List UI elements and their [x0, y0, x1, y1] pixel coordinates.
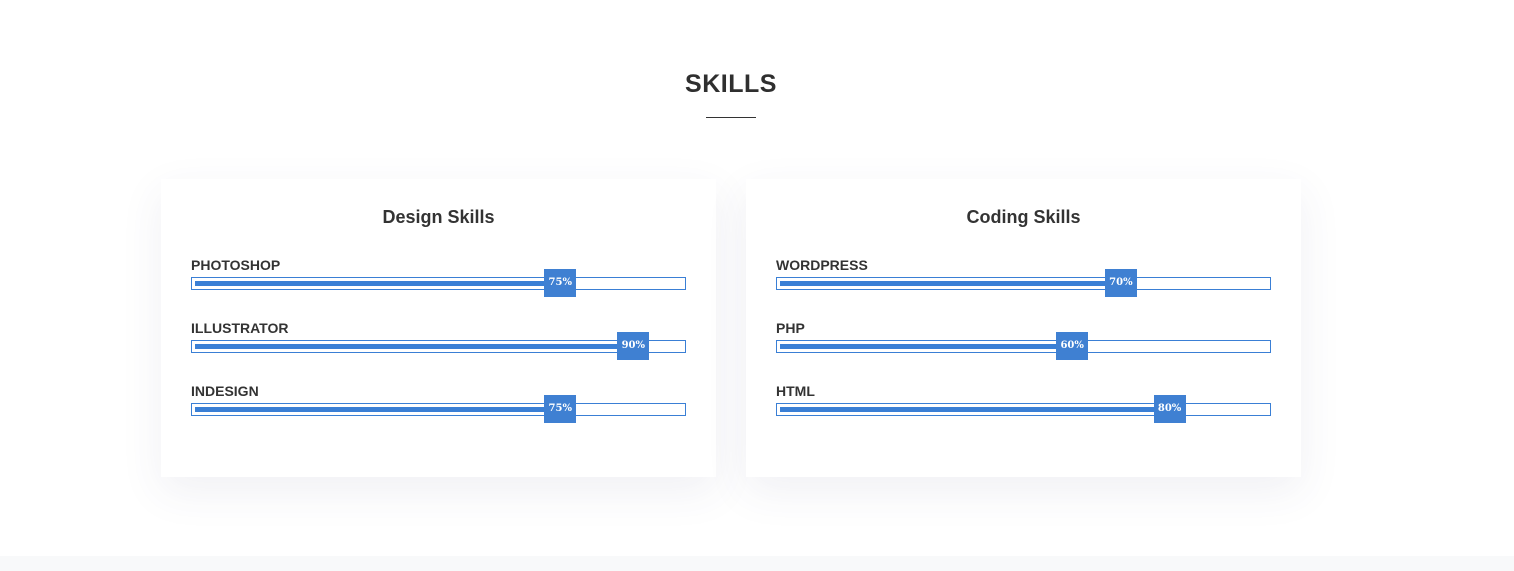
progress-track: 70% [776, 269, 1271, 297]
skill-name: PHP [776, 320, 805, 336]
progress-fill [780, 281, 1121, 286]
skill-photoshop: PHOTOSHOP 75% [191, 257, 686, 297]
progress-track: 75% [191, 395, 686, 423]
skill-name: WORDPRESS [776, 257, 868, 273]
progress-track: 60% [776, 332, 1271, 360]
progress-badge: 70% [1104, 269, 1137, 297]
section-title: SKILLS [685, 70, 777, 98]
progress-badge: 80% [1153, 395, 1186, 423]
card-title: Design Skills [382, 207, 495, 227]
skill-html: HTML 80% [776, 383, 1271, 423]
progress-track: 75% [191, 269, 686, 297]
skill-name: HTML [776, 383, 815, 399]
progress-badge: 75% [544, 269, 577, 297]
skill-name: INDESIGN [191, 383, 259, 399]
progress-fill [780, 344, 1073, 349]
footer-strip [0, 556, 1514, 571]
skill-name: ILLUSTRATOR [191, 320, 289, 336]
skill-illustrator: ILLUSTRATOR 90% [191, 320, 686, 360]
card-title: Coding Skills [966, 207, 1081, 227]
progress-badge: 75% [544, 395, 577, 423]
progress-badge: 90% [617, 332, 650, 360]
progress-fill [780, 407, 1170, 412]
progress-fill [195, 344, 634, 349]
title-divider [706, 117, 756, 118]
skill-name: PHOTOSHOP [191, 257, 281, 273]
progress-track: 80% [776, 395, 1271, 423]
skill-indesign: INDESIGN 75% [191, 383, 686, 423]
skill-wordpress: WORDPRESS 70% [776, 257, 1271, 297]
design-skills-card: Design Skills PHOTOSHOP 75% ILLUSTRATOR … [161, 179, 716, 477]
progress-track: 90% [191, 332, 686, 360]
progress-badge: 60% [1056, 332, 1089, 360]
progress-fill [195, 281, 561, 286]
progress-fill [195, 407, 561, 412]
skill-php: PHP 60% [776, 320, 1271, 360]
coding-skills-card: Coding Skills WORDPRESS 70% PHP 60% HTML… [746, 179, 1301, 477]
